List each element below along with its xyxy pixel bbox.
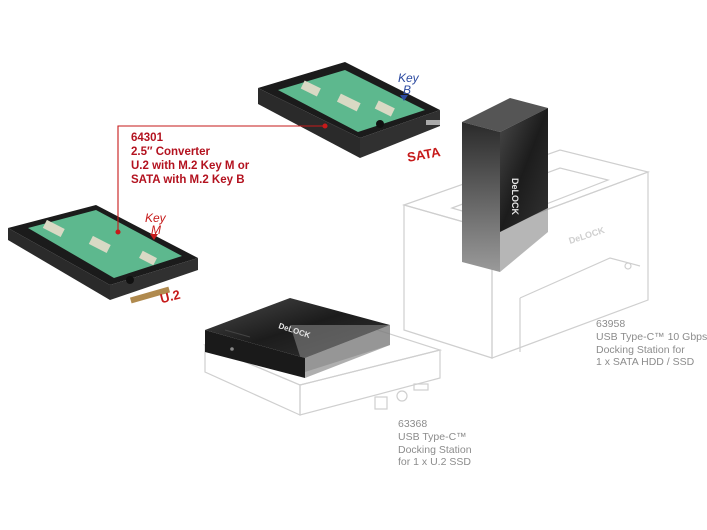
converter-line3: SATA with M.2 Key B (131, 174, 245, 187)
key-m-letter: M (151, 223, 161, 237)
sata-dock-line3: 1 x SATA HDD / SSD (596, 356, 695, 369)
sata-drive-enclosure: DeLOCK (462, 98, 548, 272)
converter-line1: 2.5″ Converter (131, 146, 211, 159)
key-b-letter: B (403, 83, 412, 97)
converter-model: 64301 (131, 132, 163, 144)
sata-dock-line2: Docking Station for (596, 343, 685, 356)
sata-dock-line1: USB Type-C™ 10 Gbps (596, 330, 707, 343)
callout-connector (115, 123, 328, 235)
key-b-arrow (400, 95, 408, 101)
key-m-arrow (150, 234, 158, 240)
u2-dock-line1: USB Type-C™ (398, 430, 467, 443)
u2-dock-line3: for 1 x U.2 SSD (398, 456, 471, 469)
key-b-label: Key B (398, 72, 419, 96)
converter-caption: 64301 2.5″ Converter U.2 with M.2 Key M … (131, 131, 249, 187)
sata-dock-model: 63958 (596, 318, 626, 330)
sata-dock-caption: 63958 USB Type-C™ 10 Gbps Docking Statio… (596, 318, 707, 369)
u2-dock-line2: Docking Station (398, 443, 472, 456)
u2-dock-model: 63368 (398, 418, 428, 430)
u2-dock-caption: 63368 USB Type-C™ Docking Station for 1 … (398, 418, 472, 469)
drive-brand-logo: DeLOCK (510, 178, 520, 216)
key-m-word: Key (145, 211, 166, 225)
dock-brand-logo: DeLOCK (568, 225, 607, 246)
converter-sata-key-b (258, 62, 440, 158)
u2-drive-enclosure: DeLOCK (205, 298, 390, 378)
key-b-word: Key (398, 71, 419, 85)
converter-u2-key-m (8, 205, 198, 304)
key-m-label: Key M (145, 212, 166, 236)
converter-line2: U.2 with M.2 Key M or (131, 160, 250, 173)
